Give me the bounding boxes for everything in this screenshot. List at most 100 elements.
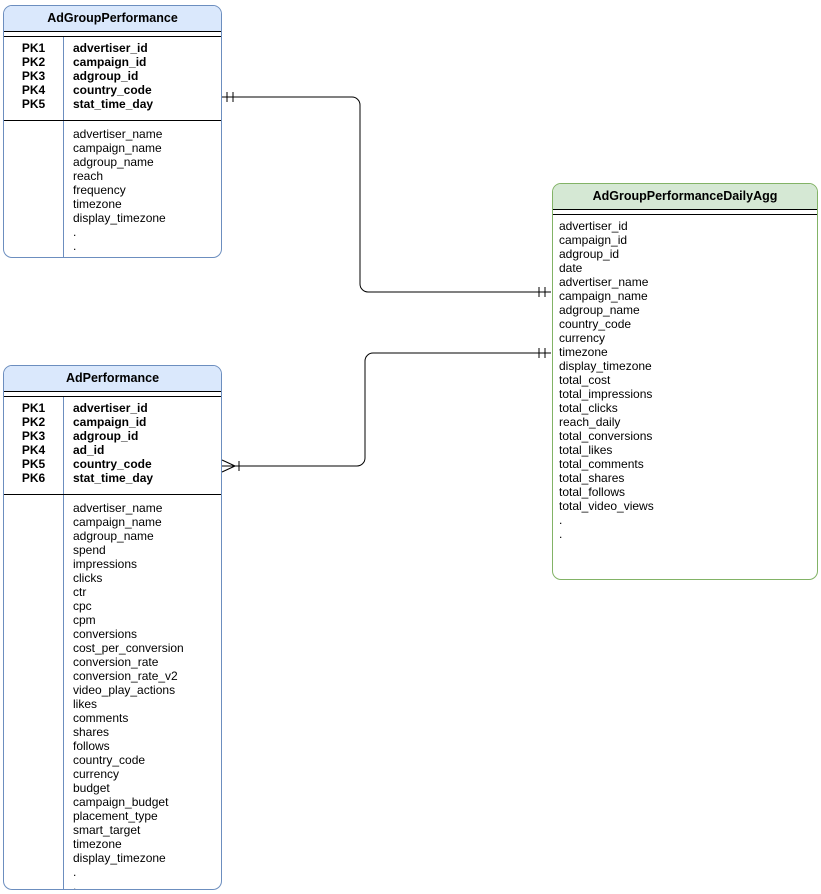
pk-label: PK4 [21,443,46,457]
entity-adgroup-performance-daily-agg[interactable]: AdGroupPerformanceDailyAgg advertiser_id… [552,183,818,580]
attribute-row: spend [73,543,106,557]
pk-label: PK1 [21,401,46,415]
entity-title: AdGroupPerformance [4,6,221,32]
pk-label: PK5 [21,97,46,111]
attribute-row: total_conversions [559,429,653,443]
attribute-row: display_timezone [559,359,652,373]
attribute-row: country_code [73,753,146,767]
attribute-row: campaign_name [73,515,162,529]
attribute-row: total_cost [559,373,611,387]
attribute-row: total_comments [559,457,644,471]
attribute-row: placement_type [73,809,158,823]
attribute-row: reach [73,169,104,183]
attribute-row: adgroup_name [73,529,154,543]
attribute-row: adgroup_name [559,303,640,317]
pk-column-name: ad_id [73,443,105,457]
attribute-row: campaign_id [559,233,628,247]
pk-label: PK6 [21,471,46,485]
attribute-row: cost_per_conversion [73,641,184,655]
attribute-row: display_timezone [73,851,166,865]
attribute-row: timezone [559,345,608,359]
attribute-row: . [559,513,563,527]
relationship-line-adperformance-dailyagg[interactable] [222,352,551,467]
pk-label: PK3 [21,69,46,83]
header-divider [4,32,221,37]
pk-column-name: stat_time_day [73,97,154,111]
attribute-row: advertiser_name [73,501,163,515]
pk-label: PK2 [21,415,46,429]
attribute-row: display_timezone [73,211,166,225]
relationship-line-adgroupperformance-dailyagg[interactable] [222,96,551,293]
pk-column-name: stat_time_day [73,471,154,485]
attribute-row: campaign_budget [73,795,169,809]
attribute-row: total_video_views [559,499,654,513]
attribute-row: ctr [73,585,87,599]
attribute-row: total_likes [559,443,613,457]
pk-column-name: campaign_id [73,415,147,429]
entity-title: AdGroupPerformanceDailyAgg [553,184,817,210]
attribute-row: campaign_name [559,289,648,303]
attribute-row: advertiser_id [559,219,628,233]
header-divider [4,392,221,397]
attribute-row: comments [73,711,129,725]
pk-label: PK4 [21,83,46,97]
pk-column-spacer [4,121,64,257]
attribute-row: impressions [73,557,138,571]
attribute-row: shares [73,725,110,739]
attribute-row: total_clicks [559,401,618,415]
section-divider [4,120,221,121]
attribute-row: likes [73,697,98,711]
pk-column-name: adgroup_id [73,69,139,83]
pk-column-spacer [4,495,64,889]
attribute-row: frequency [73,183,126,197]
pk-column-name: advertiser_id [73,41,148,55]
attribute-row: advertiser_name [559,275,649,289]
section-divider [4,494,221,495]
attribute-row: conversions [73,627,138,641]
attribute-row: reach_daily [559,415,621,429]
attribute-row: timezone [73,837,122,851]
pk-label: PK5 [21,457,46,471]
attribute-row: . [559,527,563,541]
attribute-row: total_follows [559,485,626,499]
attribute-row: . [73,865,77,879]
entity-title: AdPerformance [4,366,221,392]
pk-column-name: country_code [73,457,152,471]
attribute-row: . [73,239,77,253]
attribute-row: total_shares [559,471,625,485]
pk-column-name: campaign_id [73,55,147,69]
attribute-row: clicks [73,571,103,585]
attribute-row: budget [73,781,110,795]
attribute-row: follows [73,739,110,753]
attribute-row: total_impressions [559,387,653,401]
attribute-row: currency [73,767,120,781]
attribute-row: adgroup_name [73,155,154,169]
attribute-row: country_code [559,317,632,331]
attribute-row: conversion_rate [73,655,159,669]
pk-label: PK2 [21,55,46,69]
attribute-row: . [73,879,77,890]
attribute-row: conversion_rate_v2 [73,669,178,683]
attribute-row: campaign_name [73,141,162,155]
attribute-row: . [73,225,77,239]
cardinality-crowsfoot-many [221,459,236,473]
attribute-row: timezone [73,197,122,211]
attribute-row: advertiser_name [73,127,163,141]
attribute-row: adgroup_id [559,247,620,261]
pk-label: PK1 [21,41,46,55]
attribute-row: currency [559,331,606,345]
header-divider [553,210,817,215]
attribute-row: cpc [73,599,92,613]
pk-column-name: advertiser_id [73,401,148,415]
